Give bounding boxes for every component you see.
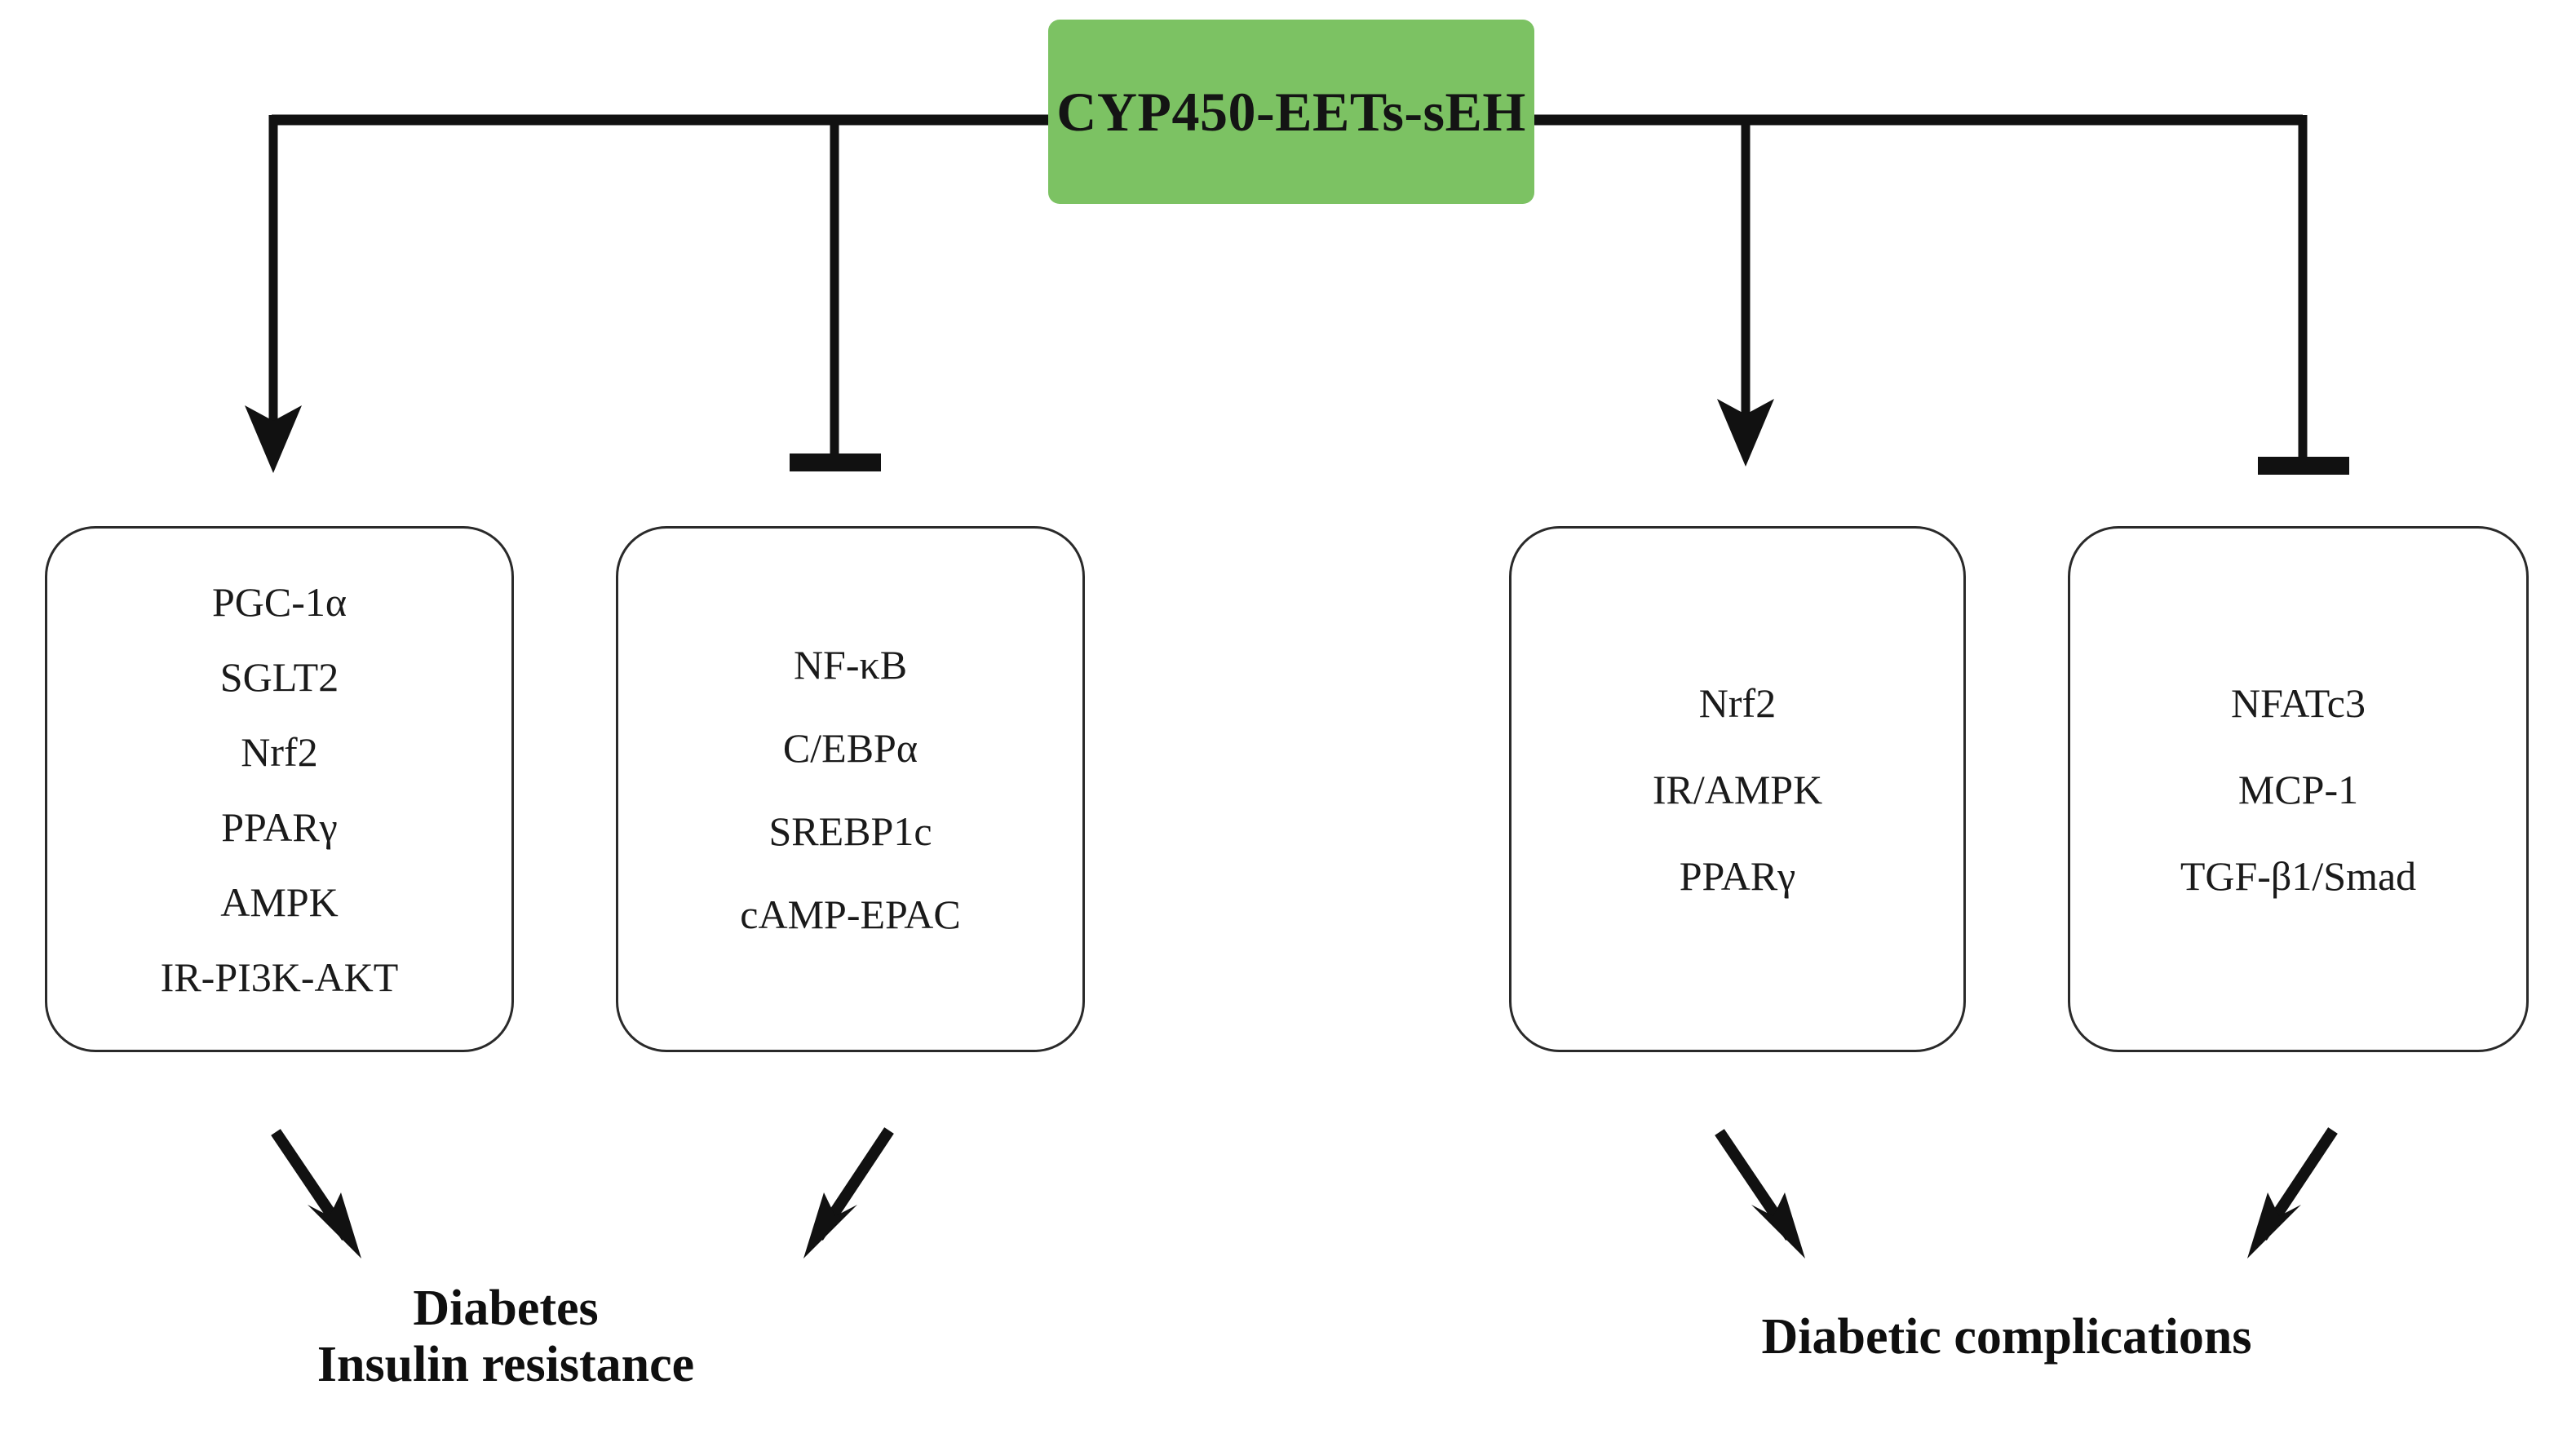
- source-node-label: CYP450-EETs-sEH: [1056, 80, 1526, 143]
- outcome-left-arrow-1-line: [271, 1129, 352, 1241]
- target-box-complications-activated[interactable]: Nrf2 IR/AMPK PPARγ: [1509, 526, 1966, 1052]
- target-item: IR-PI3K-AKT: [160, 953, 399, 1000]
- target-item: Nrf2: [1698, 679, 1777, 726]
- target-box-complications-inhibited[interactable]: NFATc3 MCP-1 TGF-β1/Smad: [2068, 526, 2529, 1052]
- branch-4-inhibition-tbar: [2258, 457, 2349, 475]
- target-box-diabetes-inhibited[interactable]: NF-κB C/EBPα SREBP1c cAMP-EPAC: [616, 526, 1085, 1052]
- outcome-right-arrow-2-line: [2257, 1127, 2338, 1241]
- outcome-right-arrow-1-head: [1751, 1192, 1805, 1259]
- source-node-cyp450-eets-seh[interactable]: CYP450-EETs-sEH: [1048, 20, 1534, 204]
- branch-2-inhibition-tbar: [790, 453, 881, 471]
- target-item: TGF-β1/Smad: [2180, 852, 2417, 899]
- target-item: NFATc3: [2230, 679, 2366, 726]
- target-item: PPARγ: [221, 803, 338, 850]
- outcome-right-arrow-1-line: [1715, 1129, 1795, 1241]
- branch-1-activation-arrowhead: [245, 405, 302, 473]
- target-box-diabetes-activated[interactable]: PGC-1α SGLT2 Nrf2 PPARγ AMPK IR-PI3K-AKT: [45, 526, 514, 1052]
- target-item: SREBP1c: [768, 807, 932, 854]
- branch-3-activation-arrowhead: [1717, 399, 1774, 467]
- target-item: MCP-1: [2237, 766, 2359, 812]
- outcome-label-diabetic-complications: Diabetic complications: [1761, 1309, 2252, 1365]
- target-item: IR/AMPK: [1652, 766, 1823, 812]
- outcome-left-arrow-2-head: [803, 1192, 857, 1259]
- target-item: NF-κB: [793, 641, 908, 688]
- target-item: cAMP-EPAC: [740, 891, 961, 937]
- outcome-label-diabetes: Diabetes Insulin resistance: [316, 1281, 695, 1393]
- target-item: SGLT2: [219, 653, 339, 700]
- outcome-left-arrow-1-head: [308, 1192, 361, 1259]
- target-item: PGC-1α: [211, 578, 347, 625]
- target-item: C/EBPα: [782, 724, 918, 771]
- target-item: PPARγ: [1679, 852, 1796, 899]
- target-item: AMPK: [220, 878, 339, 925]
- target-item: Nrf2: [241, 728, 318, 775]
- outcome-left-arrow-2-line: [813, 1127, 894, 1241]
- outcome-right-arrow-2-head: [2247, 1192, 2301, 1259]
